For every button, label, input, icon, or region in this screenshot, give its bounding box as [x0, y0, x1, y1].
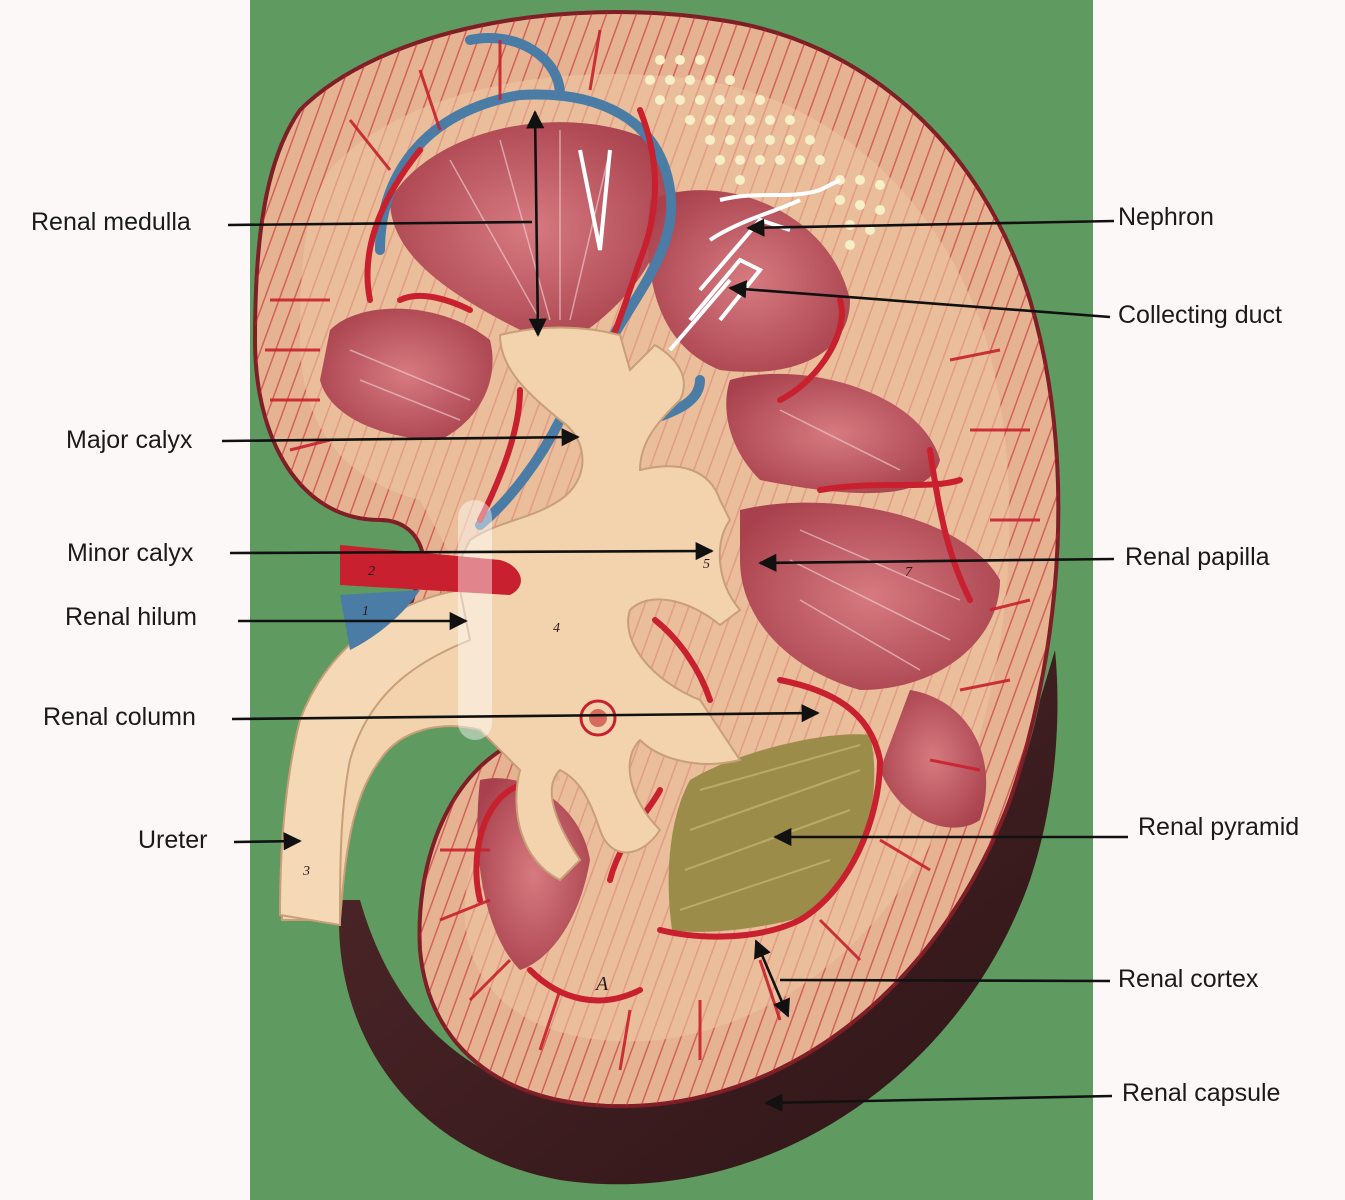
arteries [364, 107, 973, 1004]
label-major-calyx: Major calyx [66, 426, 193, 454]
model-number-A: A [594, 973, 609, 995]
arrow-renal-medulla-span [526, 110, 547, 337]
arrow-ureter [233, 832, 302, 851]
medulla-pyramid-papilla [740, 502, 1000, 690]
arrow-renal-medulla [227, 220, 533, 227]
label-collecting-duct: Collecting duct [1118, 301, 1282, 329]
leader-arrows [221, 110, 1128, 1112]
label-minor-calyx: Minor calyx [67, 539, 194, 567]
renal-artery [340, 545, 521, 595]
arrow-renal-cortex [779, 978, 1111, 983]
model-number-3: 3 [302, 864, 310, 879]
medulla-pyramid-lower-right [880, 690, 987, 828]
arrow-minor-calyx [229, 541, 714, 561]
arrow-renal-papilla [758, 553, 1115, 572]
hilum-band [458, 500, 492, 740]
arrow-renal-capsule [764, 1093, 1113, 1112]
arrow-renal-cortex-span [754, 939, 790, 1018]
model-number-1: 1 [362, 604, 369, 619]
label-renal-capsule: Renal capsule [1122, 1079, 1281, 1107]
model-number-7: 7 [905, 565, 913, 580]
arrow-renal-column [231, 704, 820, 723]
renal-capsule-shape [339, 650, 1058, 1185]
label-ureter: Ureter [138, 826, 208, 854]
label-renal-column: Renal column [43, 703, 196, 731]
model-number-4: 4 [553, 621, 560, 636]
arrow-major-calyx [221, 428, 580, 447]
arrow-nephron [746, 218, 1115, 237]
model-number-5: 5 [703, 557, 710, 572]
label-nephron: Nephron [1118, 203, 1214, 231]
medulla-pyramid-left [320, 308, 493, 440]
label-renal-hilum: Renal hilum [65, 603, 198, 631]
arrow-collecting-duct [728, 280, 1111, 319]
label-renal-papilla: Renal papilla [1125, 543, 1270, 571]
medulla-pyramid-lower-left [477, 778, 590, 970]
label-renal-medulla: Renal medulla [31, 208, 191, 236]
label-renal-pyramid: Renal pyramid [1138, 813, 1300, 841]
label-renal-cortex: Renal cortex [1118, 965, 1259, 993]
model-number-2: 2 [368, 564, 375, 579]
